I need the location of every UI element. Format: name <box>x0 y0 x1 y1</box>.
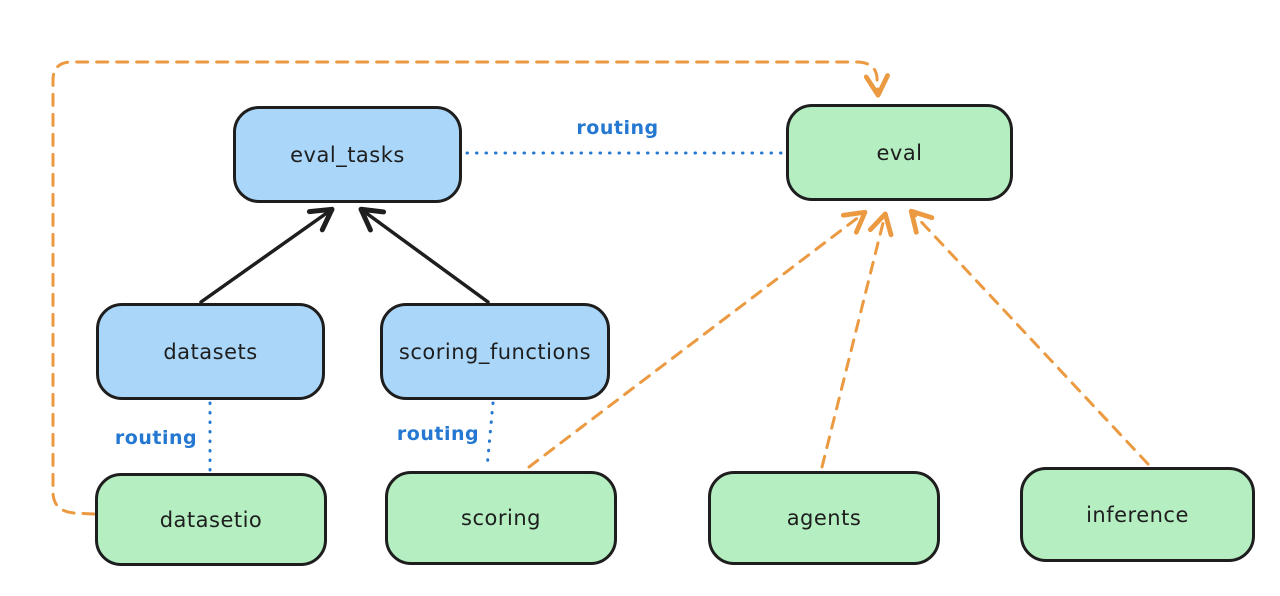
node-inference: inference <box>1020 467 1255 562</box>
arrow-scoring-eval <box>527 209 868 469</box>
routing-edge-scoring_functions-scoring <box>485 401 495 470</box>
node-agents: agents <box>708 471 940 565</box>
node-datasets-label: datasets <box>163 339 258 364</box>
node-eval: eval <box>786 104 1013 201</box>
arrow-scoring_functions-eval_tasks <box>358 206 490 304</box>
node-eval_tasks: eval_tasks <box>233 106 462 203</box>
node-eval_tasks-label: eval_tasks <box>290 142 405 167</box>
arrow-agents-eval <box>820 211 894 469</box>
node-datasets: datasets <box>96 303 325 400</box>
arrow-datasets-eval_tasks <box>199 206 335 304</box>
node-scoring_functions: scoring_functions <box>380 303 610 400</box>
node-inference-label: inference <box>1086 502 1189 527</box>
node-datasetio: datasetio <box>95 473 327 566</box>
routing-label-eval_tasks-eval: routing <box>576 117 659 139</box>
node-scoring_functions-label: scoring_functions <box>398 339 592 364</box>
node-eval-label: eval <box>876 140 923 165</box>
node-scoring: scoring <box>385 471 617 565</box>
node-agents-label: agents <box>786 506 862 530</box>
routing-label-scoring_functions-scoring: routing <box>396 423 480 445</box>
arrow-inference-eval <box>908 208 1150 466</box>
routing-label-datasets-datasetio: routing <box>114 427 198 449</box>
arrow-datasetio-eval <box>51 60 890 516</box>
node-datasetio-label: datasetio <box>159 507 263 532</box>
node-scoring-label: scoring <box>461 506 541 530</box>
